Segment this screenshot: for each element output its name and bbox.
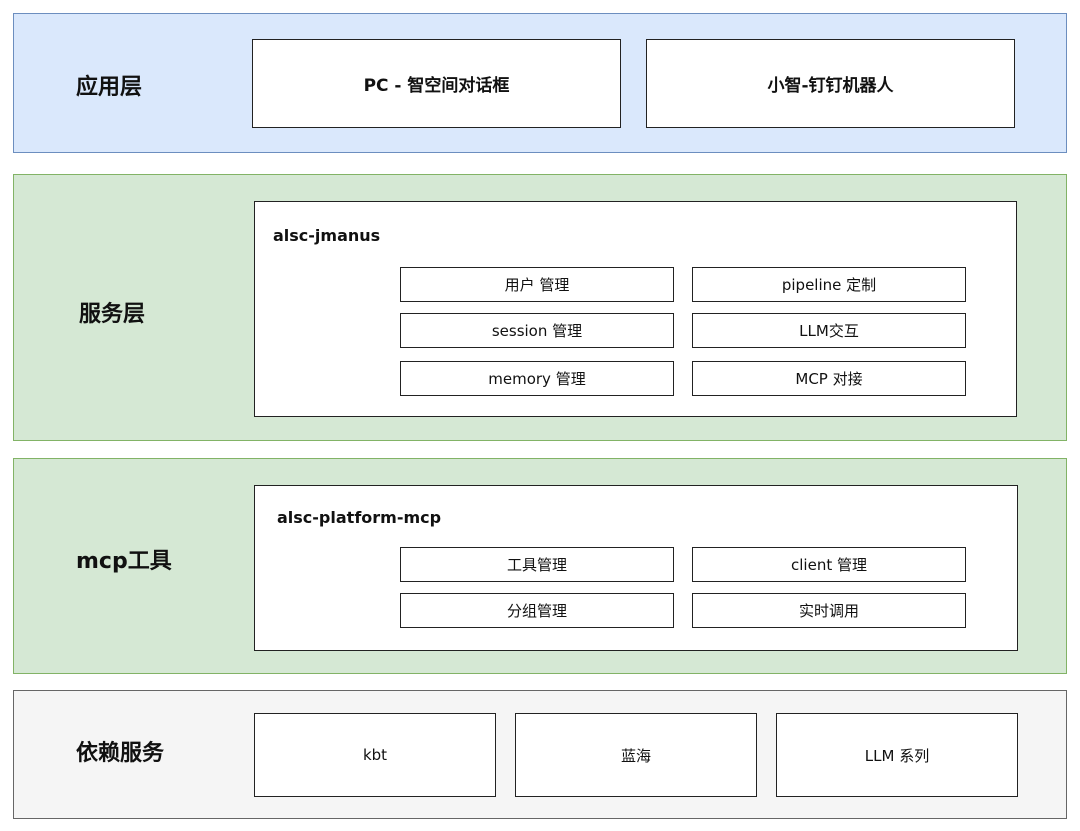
- app-layer-title: 应用层: [76, 75, 143, 100]
- service-layer-title: 服务层: [79, 302, 146, 327]
- platform-mcp-container-title: alsc-platform-mcp: [277, 508, 442, 527]
- app-box-pc-dialog: PC - 智空间对话框: [252, 39, 621, 128]
- module-group-management: 分组管理: [400, 593, 674, 628]
- dep-box-lanhai: 蓝海: [515, 713, 757, 797]
- app-layer: 应用层 PC - 智空间对话框 小智-钉钉机器人: [13, 13, 1067, 153]
- module-tool-management: 工具管理: [400, 547, 674, 582]
- dep-box-llm-series: LLM 系列: [776, 713, 1018, 797]
- jmanus-container: alsc-jmanus 用户 管理 pipeline 定制 session 管理…: [254, 201, 1017, 417]
- module-session-management: session 管理: [400, 313, 674, 348]
- module-mcp-integration: MCP 对接: [692, 361, 966, 396]
- service-layer: 服务层 alsc-jmanus 用户 管理 pipeline 定制 sessio…: [13, 174, 1067, 441]
- mcp-layer: mcp工具 alsc-platform-mcp 工具管理 client 管理 分…: [13, 458, 1067, 674]
- module-pipeline-custom: pipeline 定制: [692, 267, 966, 302]
- jmanus-container-title: alsc-jmanus: [273, 226, 381, 245]
- module-memory-management: memory 管理: [400, 361, 674, 396]
- module-llm-interaction: LLM交互: [692, 313, 966, 348]
- platform-mcp-container: alsc-platform-mcp 工具管理 client 管理 分组管理 实时…: [254, 485, 1018, 651]
- module-realtime-invocation: 实时调用: [692, 593, 966, 628]
- module-user-management: 用户 管理: [400, 267, 674, 302]
- mcp-layer-title: mcp工具: [76, 549, 172, 574]
- module-client-management: client 管理: [692, 547, 966, 582]
- dependency-layer-title: 依赖服务: [76, 741, 165, 766]
- dep-box-kbt: kbt: [254, 713, 496, 797]
- dependency-layer: 依赖服务 kbt 蓝海 LLM 系列: [13, 690, 1067, 819]
- app-box-dingtalk-bot: 小智-钉钉机器人: [646, 39, 1015, 128]
